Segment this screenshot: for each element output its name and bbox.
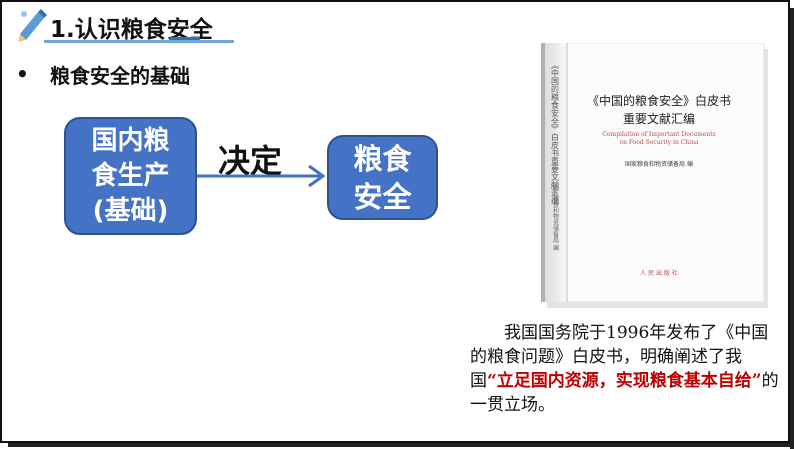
book-editor: 国家粮食和物资储备局 编 — [625, 160, 693, 168]
book-subtitle-line: Compilation of Important Documents — [602, 131, 715, 138]
book-title-line: 重要文献汇编 — [623, 111, 695, 126]
bullet-text: 粮食安全的基础 — [50, 64, 190, 88]
title-bar: 1.认识粮食安全 — [10, 6, 240, 43]
source-line: 国内粮 — [91, 125, 170, 156]
source-line: (基础) — [92, 195, 169, 226]
target-line: 安全 — [353, 179, 412, 214]
caption-paragraph: 我国国务院于1996年发布了《中国的粮食问题》白皮书，明确阐述了我国“立足国内资… — [470, 321, 780, 417]
bullet-marker: • — [16, 62, 29, 86]
book-publisher: 人 民 出 版 社 — [640, 269, 678, 277]
relation-label: 决定 — [218, 142, 283, 180]
pencil-icon — [18, 9, 47, 42]
book-spine-text: 《中国的粮食安全》白皮书重要文献汇编 — [551, 61, 560, 206]
book-spine-editor: 国家粮食和物资储备局 编 — [552, 183, 559, 252]
book-title-line: 《中国的粮食安全》白皮书 — [587, 93, 731, 108]
title-underline-accent — [170, 37, 200, 40]
caption-text-end: 的一贯立场。 — [470, 371, 779, 415]
book-subtitle-line: on Food Security in China — [619, 139, 699, 146]
source-line: 食生产 — [91, 160, 170, 191]
caption-text: 我国国务院于1996年发布了《中国的粮食问题》白皮书，明确阐述了我国 — [470, 323, 769, 391]
target-line: 粮食 — [353, 141, 412, 176]
book-cover-image: 《中国的粮食安全》白皮书重要文献汇编 国家粮食和物资储备局 编 《中国的粮食安全… — [541, 43, 768, 308]
source-box: 国内粮 食生产 (基础) — [64, 117, 197, 235]
target-box: 粮食 安全 — [327, 135, 438, 220]
caption-highlight: “立足国内资源，实现粮食基本自给” — [487, 371, 762, 391]
arrow-icon — [197, 164, 326, 188]
title-underline — [44, 40, 234, 43]
